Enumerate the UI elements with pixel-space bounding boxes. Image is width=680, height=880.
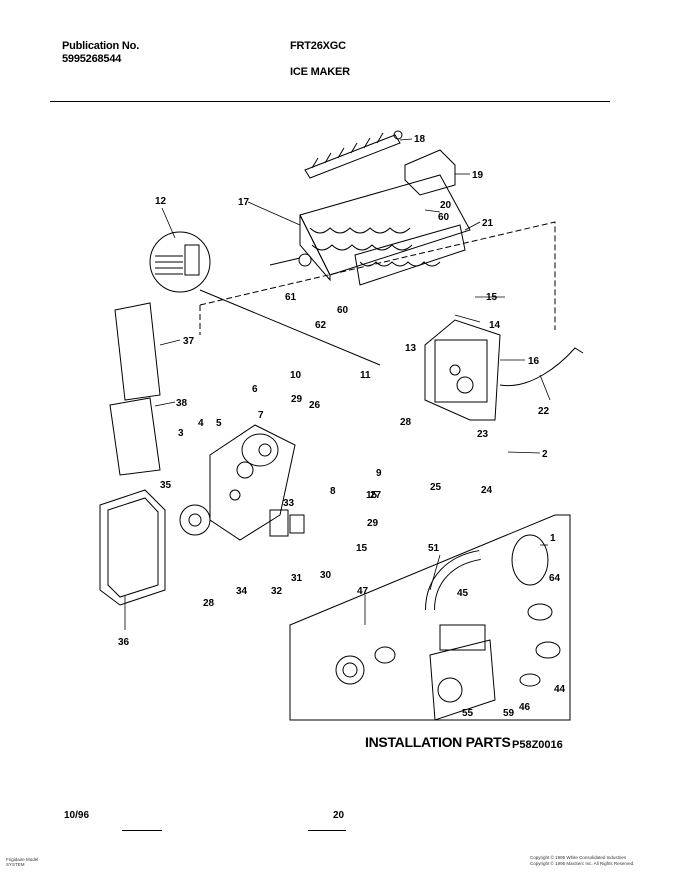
callout: 36	[118, 637, 130, 648]
footer-date: 10/96	[64, 810, 90, 821]
callout: 6	[252, 384, 258, 395]
water-valve	[429, 624, 496, 721]
brand-line: Frigidaire Model	[6, 857, 39, 862]
callout: 30	[320, 570, 332, 581]
callout: 47	[357, 586, 369, 597]
callout: 28	[400, 417, 412, 428]
callout: 60	[438, 212, 450, 223]
callout: 15	[356, 543, 368, 554]
installation-parts-label: INSTALLATION PARTS	[365, 734, 511, 750]
callout: 27	[370, 490, 382, 501]
callout: 11	[360, 370, 371, 381]
callout: 16	[528, 356, 540, 367]
callout: 20	[440, 200, 452, 211]
callout: 21	[482, 218, 494, 229]
callout: 24	[481, 485, 493, 496]
callout: 25	[430, 482, 442, 493]
callout: 31	[291, 573, 303, 584]
callout: 4	[198, 418, 204, 429]
motor	[241, 433, 279, 467]
callout: 5	[216, 418, 222, 429]
callout: 37	[183, 336, 195, 347]
callout: 1	[550, 533, 556, 544]
header-rule	[50, 101, 610, 102]
water-line-coil	[511, 534, 549, 586]
page-number: 20	[333, 810, 345, 821]
stripper	[354, 224, 466, 286]
valve-fitting	[335, 646, 396, 685]
section-title: ICE MAKER	[290, 66, 350, 78]
fill-tube	[425, 550, 482, 611]
callout: 59	[503, 708, 515, 719]
callout: 2	[542, 449, 548, 460]
callout: 60	[337, 305, 349, 316]
footer-rule-right	[308, 830, 346, 831]
callout: 64	[549, 573, 561, 584]
model-number: FRT26XGC	[290, 40, 346, 52]
callout: 9	[376, 468, 382, 479]
callout: 55	[462, 708, 474, 719]
callout: 32	[271, 586, 283, 597]
instruction-sheet	[109, 302, 161, 476]
control-housing	[424, 319, 584, 421]
callout: 22	[538, 406, 550, 417]
callout: 35	[160, 480, 172, 491]
callout: 18	[414, 134, 426, 145]
brand-mark: Frigidaire Model SYSTEM	[6, 857, 38, 867]
callout: 44	[554, 684, 566, 695]
callout-labels: 18 19 20 60 17 21 12 15 14 61 62 60 13 1…	[118, 134, 566, 719]
publication-number: 5995268544	[62, 53, 122, 65]
callout: 19	[472, 170, 484, 181]
ejector-blade	[304, 130, 403, 179]
callout: 10	[290, 370, 302, 381]
callout: 34	[236, 586, 248, 597]
callout: 29	[367, 518, 379, 529]
callout: 3	[178, 428, 184, 439]
callout: 29	[291, 394, 303, 405]
callout: 17	[238, 197, 250, 208]
footer-rule-left	[122, 830, 162, 831]
callout: 15	[366, 490, 378, 501]
copyright-notice: Copyright © 1995 White Consolidated Indu…	[530, 855, 634, 866]
callout: 28	[203, 598, 215, 609]
gear	[179, 504, 211, 536]
callout: 12	[155, 196, 167, 207]
ice-mold-assembly	[269, 174, 471, 282]
copyright-line: Copyright © 1995 MaxSerc Inc. All Rights…	[530, 860, 635, 866]
callout: 51	[428, 543, 440, 554]
thermostat-switch	[269, 509, 305, 537]
callout: 7	[258, 410, 264, 421]
publication-label: Publication No.	[62, 40, 140, 52]
mold-cover	[404, 149, 456, 196]
callout: 13	[405, 343, 417, 354]
wire-harness	[149, 231, 381, 366]
figure-code: P58Z0016	[512, 739, 563, 751]
callout: 8	[330, 486, 336, 497]
callout: 26	[309, 400, 321, 411]
callout: 45	[457, 588, 469, 599]
support-frame	[209, 424, 296, 541]
callout: 23	[477, 429, 489, 440]
brand-line: SYSTEM	[6, 862, 25, 867]
callout: 46	[519, 702, 531, 713]
front-cover	[99, 489, 166, 606]
callout: 62	[315, 320, 327, 331]
callout: 61	[285, 292, 297, 303]
callout: 33	[283, 498, 295, 509]
clamps	[519, 603, 561, 687]
copyright-line: Copyright © 1995 White Consolidated Indu…	[530, 855, 627, 860]
callout: 38	[176, 398, 188, 409]
callout: 15	[486, 292, 498, 303]
callout: 14	[489, 320, 501, 331]
